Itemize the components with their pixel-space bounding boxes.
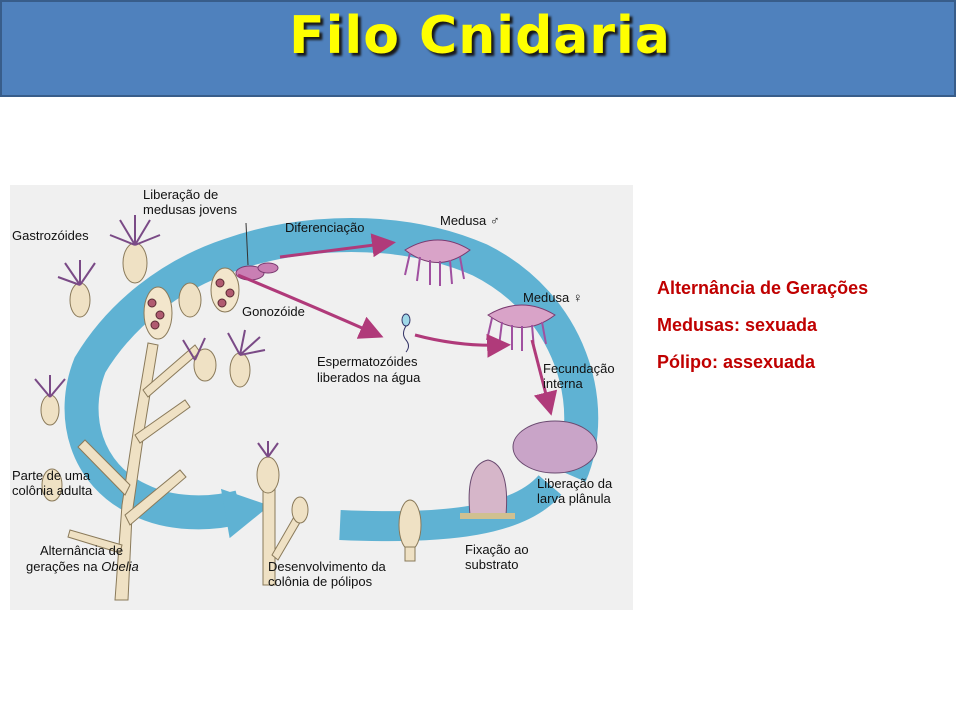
label-parte-2: colônia adulta (12, 483, 93, 498)
label-medusa-male: Medusa ♂ (440, 213, 500, 228)
label-medusa-female: Medusa ♀ (523, 290, 583, 305)
label-desenv-2: colônia de pólipos (268, 574, 373, 589)
label-altern-2-text: gerações na (26, 559, 98, 574)
label-liberacao-2: medusas jovens (143, 202, 237, 217)
label-liberacao-1: Liberação de (143, 187, 218, 202)
polyp-tentacles (34, 215, 266, 398)
note-medusas: Medusas: sexuada (657, 315, 818, 335)
gonozoid (147, 278, 235, 330)
sperm (401, 313, 411, 353)
label-arrows (237, 222, 558, 416)
young-polyp (398, 499, 422, 562)
label-gonozoide: Gonozóide (242, 304, 305, 319)
developing-colony (256, 441, 309, 586)
label-gastrozoides: Gastrozóides (12, 228, 89, 243)
label-parte-1: Parte de uma (12, 468, 91, 483)
label-fixacao-2: substrato (465, 557, 518, 572)
male-medusa (404, 239, 471, 286)
slide-title: Filo Cnidaria (289, 6, 671, 66)
label-fixacao-1: Fixação ao (465, 542, 529, 557)
female-medusa (486, 304, 556, 351)
label-larva-1: Liberação da (537, 476, 613, 491)
note-alternancia: Alternância de Gerações (657, 278, 869, 298)
notes-list: Alternância de Gerações Medusas: sexuada… (657, 277, 868, 388)
diagram-labels: Liberação de medusas jovens Gastrozóides… (12, 187, 615, 589)
title-bar: Filo Cnidaria (0, 0, 956, 97)
settled-larva (460, 459, 515, 519)
label-esperm-1: Espermatozóides (317, 354, 418, 369)
label-desenv-1: Desenvolvimento da (268, 559, 387, 574)
cycle-arrow (64, 218, 599, 542)
planula-larva (512, 420, 598, 474)
label-obelia: Obelia (101, 559, 139, 574)
label-esperm-2: liberados na água (317, 370, 421, 385)
adult-colony (40, 242, 251, 601)
note-polipo: Pólipo: assexuada (657, 352, 816, 372)
label-altern-1: Alternância de (40, 543, 123, 558)
label-fecund-1: Fecundação (543, 361, 615, 376)
label-larva-2: larva plânula (537, 491, 611, 506)
label-fecund-2: interna (543, 376, 584, 391)
obelia-life-cycle-diagram: Liberação de medusas jovens Gastrozóides… (10, 185, 633, 610)
label-altern-2: gerações na Obelia (26, 559, 139, 574)
young-medusae (235, 262, 279, 281)
label-diferenciacao: Diferenciação (285, 220, 365, 235)
